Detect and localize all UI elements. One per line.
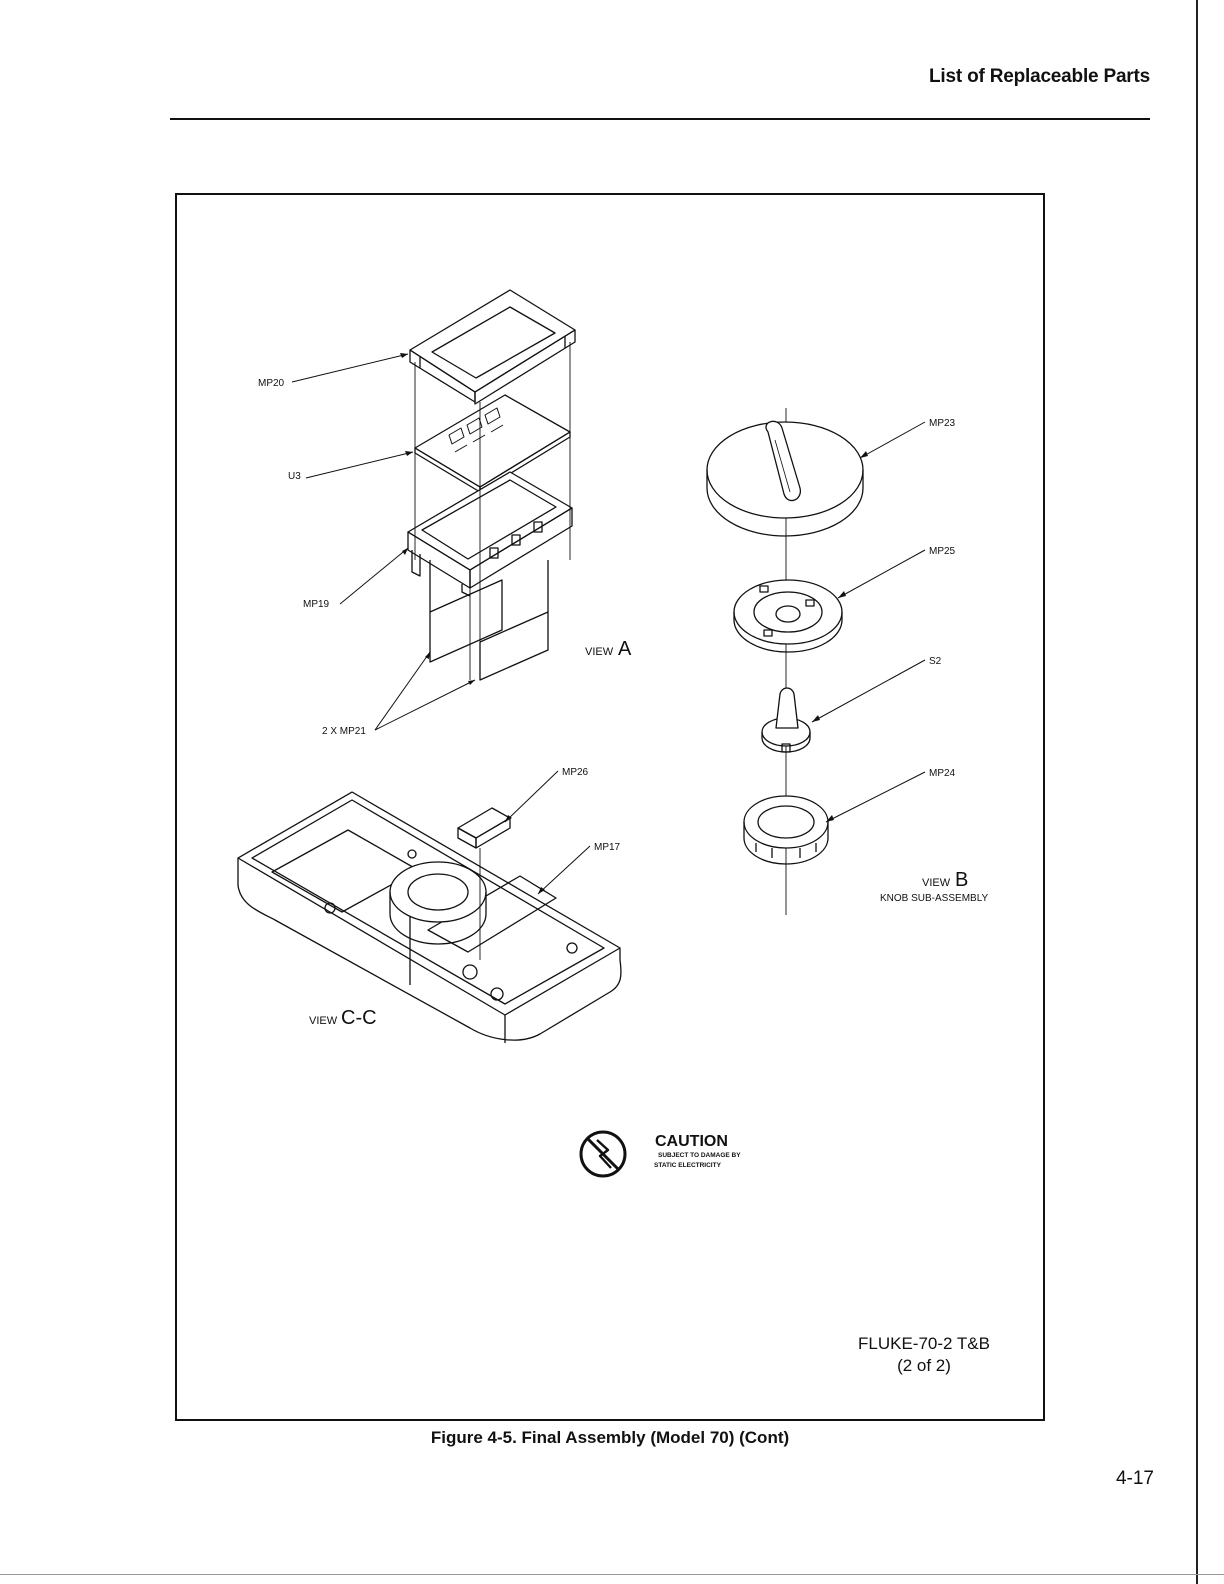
callout-mp26: MP26 <box>562 767 589 778</box>
detent-plate-mp25 <box>734 580 842 652</box>
callout-mp17: MP17 <box>594 842 621 853</box>
page-number: 4-17 <box>1050 1468 1154 1490</box>
callout-mp20: MP20 <box>258 378 285 389</box>
view-cc-letter: C-C <box>341 1007 377 1029</box>
callout-mp24: MP24 <box>929 768 956 779</box>
view-cc-prefix: VIEW <box>309 1015 338 1027</box>
callout-mp19: MP19 <box>303 599 330 610</box>
callout-mp25: MP25 <box>929 546 956 557</box>
view-a-prefix: VIEW <box>585 646 614 658</box>
lcd-display-u3 <box>415 395 570 492</box>
caution-line1: SUBJECT TO DAMAGE BY <box>658 1152 741 1159</box>
case-mp17 <box>238 792 621 1043</box>
callout-u3: U3 <box>288 471 301 482</box>
view-b-subtitle: KNOB SUB-ASSEMBLY <box>880 893 989 904</box>
view-a-letter: A <box>618 638 632 660</box>
figure-caption: Figure 4-5. Final Assembly (Model 70) (C… <box>230 1428 990 1448</box>
static-caution-icon <box>581 1132 625 1176</box>
callout-mp21: 2 X MP21 <box>322 726 366 737</box>
caution-line2: STATIC ELECTRICITY <box>654 1162 722 1169</box>
view-b-prefix: VIEW <box>922 877 951 889</box>
figure-reference-code: FLUKE-70-2 T&B <box>824 1334 1024 1354</box>
caution-title: CAUTION <box>655 1133 728 1150</box>
figure-sheet-count: (2 of 2) <box>824 1356 1024 1376</box>
elastomer-contacts-mp21 <box>430 560 548 680</box>
knob-mp23 <box>707 421 863 536</box>
callout-s2: S2 <box>929 656 942 667</box>
callout-mp23: MP23 <box>929 418 956 429</box>
display-bezel-mp20 <box>410 290 575 404</box>
view-b-letter: B <box>955 869 968 891</box>
switch-rotor-s2 <box>762 688 810 752</box>
